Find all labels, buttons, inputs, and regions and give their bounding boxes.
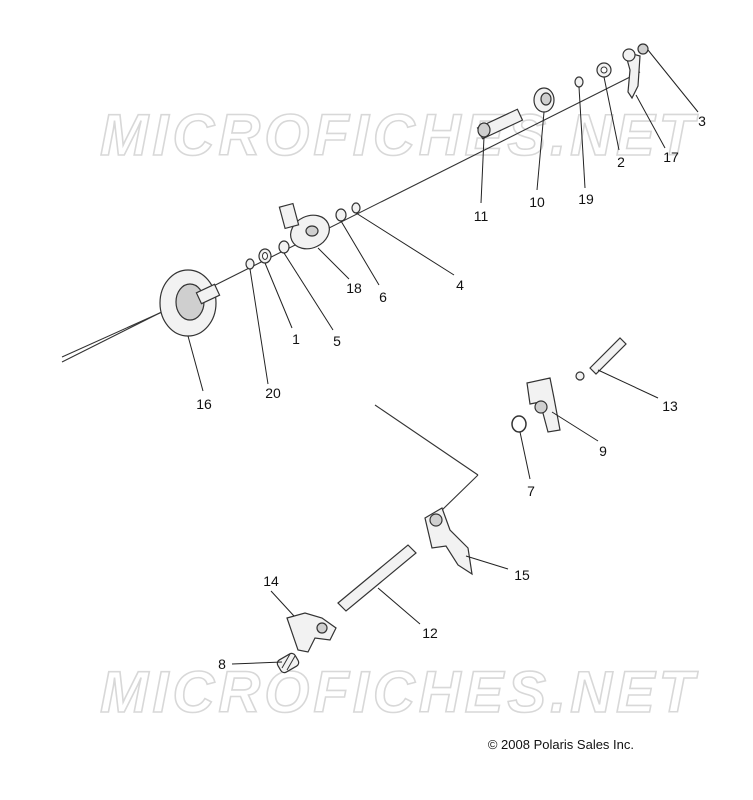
ring-5 — [278, 240, 290, 254]
washer-20 — [245, 258, 255, 270]
shift-drum-gear — [159, 269, 221, 337]
nut-3 — [637, 43, 649, 55]
callout-11: 11 — [474, 208, 489, 224]
callout-18: 18 — [346, 280, 362, 296]
clip-7 — [511, 415, 527, 433]
callout-16: 16 — [196, 396, 212, 412]
callout-19: 19 — [578, 191, 594, 207]
callout-2: 2 — [617, 154, 625, 170]
callout-4: 4 — [456, 277, 464, 293]
rod-12 — [337, 544, 417, 612]
callout-8: 8 — [218, 656, 226, 672]
collar-4 — [351, 202, 361, 214]
shift-fork-9 — [526, 377, 561, 433]
fork-shaft-line — [374, 404, 479, 476]
shift-fork-14 — [286, 612, 337, 653]
ring-1 — [258, 248, 272, 264]
callout-3: 3 — [698, 113, 706, 129]
callout-1: 1 — [292, 331, 300, 347]
washer-6 — [335, 208, 347, 222]
shift-fork-15 — [424, 507, 473, 576]
rod-13 — [575, 337, 627, 381]
watermark-top: MICROFICHES.NET — [100, 103, 699, 168]
shaft-gear-11 — [476, 108, 524, 140]
callout-13: 13 — [662, 398, 678, 414]
washer-19 — [574, 76, 584, 88]
spring-8 — [276, 652, 300, 674]
shift-arm-17 — [622, 48, 641, 100]
callout-20: 20 — [265, 385, 281, 401]
watermark-bottom: MICROFICHES.NET — [100, 660, 699, 725]
callout-17: 17 — [663, 149, 679, 165]
callout-5: 5 — [333, 333, 341, 349]
callout-12: 12 — [422, 625, 438, 641]
copyright-notice: © 2008 Polaris Sales Inc. — [488, 737, 634, 752]
callout-9: 9 — [599, 443, 607, 459]
cam-plate — [278, 202, 330, 250]
washer-2 — [596, 62, 612, 78]
callout-14: 14 — [263, 573, 279, 589]
callout-6: 6 — [379, 289, 387, 305]
leader-lines — [187, 49, 699, 665]
shaft-end — [61, 311, 163, 358]
callout-15: 15 — [514, 567, 530, 583]
fork-shaft-connector — [439, 474, 479, 513]
callout-7: 7 — [527, 483, 535, 499]
callout-10: 10 — [529, 194, 545, 210]
gear-10 — [533, 87, 555, 113]
